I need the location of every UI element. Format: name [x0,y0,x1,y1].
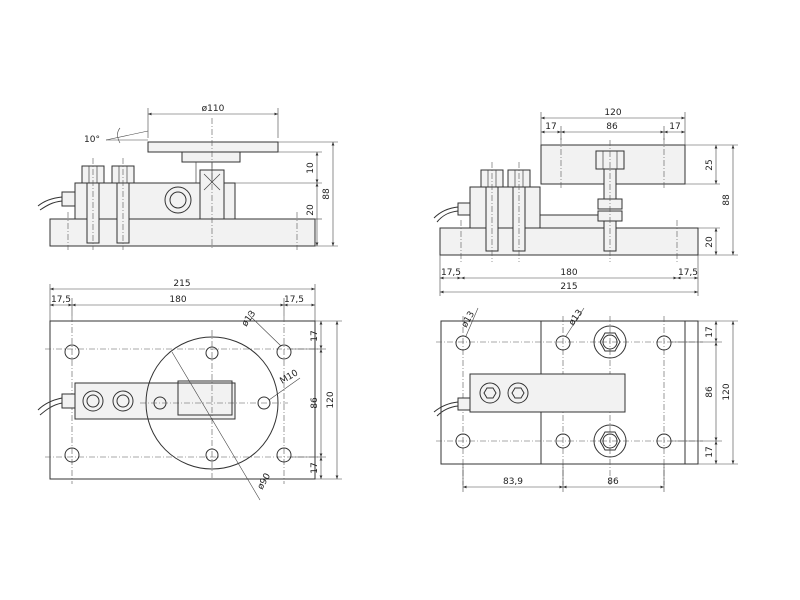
front-top-plate [147,141,279,153]
side-stud-assembly [595,140,625,262]
plan-view-right: ø13 ø13 17 86 17 120 83,9 86 [433,307,738,492]
plan-right-hole [555,433,571,449]
dim-top-plate-dia: ø110 [202,104,225,114]
front-bolt-right [111,158,135,250]
plan-right-bolt-head [593,424,627,458]
label-plan-right-hole-dia-left: ø13 [460,310,477,330]
dim-plan-right-spacing: 86 [607,477,619,487]
dim-side-top-width: 120 [604,108,621,118]
side-bolt-right [507,162,531,262]
plan-left-hole [64,447,80,463]
dim-side-edge-right: 17,5 [678,268,698,278]
dim-plan-right-height: 120 [722,383,732,400]
side-load-cell [469,186,541,229]
side-cable-gland [457,202,471,216]
side-view: 120 17 86 17 25 20 88 17,5 180 17,5 215 [433,108,738,296]
dim-front-gap: 10 [306,162,316,174]
dim-plan-left-edge-top: 17 [310,330,320,341]
dim-side-center-span: 180 [560,268,577,278]
dim-plan-left-hole-spacing: 86 [310,397,320,409]
dim-plan-right-edge-bottom: 17 [705,446,715,457]
dim-side-hole-offset-left: 17 [545,122,556,132]
dim-plan-left-height: 120 [326,391,336,408]
plan-left-base-plate [49,320,316,480]
dim-side-total-height: 88 [722,194,732,206]
plan-right-hole [656,335,672,351]
plan-right-bolt-head [593,325,627,359]
side-base-plate [439,227,699,256]
dim-plan-right-hole-spacing: 86 [705,386,715,398]
plan-view-left: ø13 M10 ø90 215 17,5 180 17,5 17 86 17 1… [37,279,342,501]
dim-plan-left-edge-right: 17,5 [284,295,304,305]
plan-right-load-cell [469,373,626,413]
plan-right-hole [555,335,571,351]
label-plan-left-hole-dia: ø13 [240,309,258,329]
dim-front-base-height: 20 [306,204,316,216]
dim-plan-right-offset: 83,9 [503,477,523,487]
dim-side-base-height: 20 [705,236,715,248]
dim-plan-left-center-span: 180 [169,295,186,305]
front-view: ø110 10° 10 20 88 [37,104,338,250]
label-plan-right-hole-dia-right: ø13 [567,308,585,328]
plan-right-cable-gland [457,397,471,411]
plan-right-hole [455,335,471,351]
front-bolt-left [81,158,105,250]
dim-side-base-width: 215 [560,282,577,292]
plan-left-hole [64,344,80,360]
label-plan-left-disc-dia: ø90 [256,472,273,492]
dim-side-hole-offset-right: 17 [669,122,680,132]
plan-left-hole [276,344,292,360]
front-cable-gland [61,191,76,207]
plan-left-hole [276,447,292,463]
dim-tilt-angle: 10° [84,135,100,145]
dim-side-top-height: 25 [705,159,715,170]
label-plan-left-thread: M10 [279,368,301,386]
dim-side-edge-left: 17,5 [441,268,461,278]
dim-plan-left-edge-left: 17,5 [51,295,71,305]
dim-side-hole-spacing: 86 [606,122,618,132]
dim-plan-left-width: 215 [173,279,190,289]
dim-plan-right-edge-top: 17 [705,326,715,337]
dim-plan-left-edge-bottom: 17 [310,462,320,473]
side-bolt-left [480,162,504,262]
dim-front-total-height: 88 [322,188,332,200]
plan-right-hole [455,433,471,449]
plan-left-cable-gland [61,393,76,409]
